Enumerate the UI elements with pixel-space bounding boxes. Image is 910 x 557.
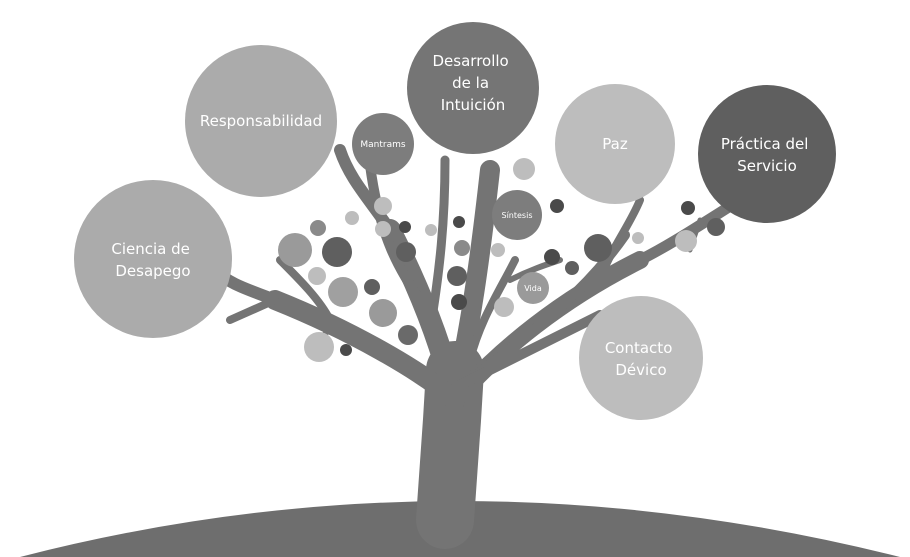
bubble-label-line: Dévico xyxy=(615,361,666,379)
bubble-desarrollo-intuicion: Desarrollo de la Intuición xyxy=(407,22,539,154)
decorative-dots xyxy=(278,158,725,362)
bubble-label-line: Paz xyxy=(602,135,628,153)
bubble-mantrams: Mantrams xyxy=(352,113,414,175)
svg-text:Contacto Dévico: Contacto Dévico xyxy=(605,339,677,379)
bubble-label-line: Práctica del xyxy=(721,135,809,153)
bubble-practica-servicio: Práctica del Servicio xyxy=(698,85,836,223)
svg-text:Ciencia de Desapego: Ciencia de Desapego xyxy=(111,240,194,280)
bubble-label-line: Mantrams xyxy=(360,140,405,150)
bubble-label-line: Síntesis xyxy=(502,211,533,220)
bubble-responsabilidad: Responsabilidad xyxy=(185,45,337,197)
bubble-label-line: Ciencia de xyxy=(111,240,190,258)
svg-text:Responsabilidad: Responsabilidad xyxy=(200,112,322,130)
bubble-label-line: Desarrollo xyxy=(433,52,509,70)
bubble-label-line: Responsabilidad xyxy=(200,112,322,130)
bubble-label-line: Desapego xyxy=(115,262,190,280)
bubble-ciencia-desapego: Ciencia de Desapego xyxy=(74,180,232,338)
bubble-label-line: de la xyxy=(452,74,489,92)
svg-text:Desarrollo de la I: Desarrollo de la Intuición xyxy=(433,52,514,114)
svg-text:Vida: Vida xyxy=(524,284,542,293)
bubble-paz: Paz xyxy=(555,84,675,204)
svg-text:Paz: Paz xyxy=(602,135,628,153)
bubble-contacto-devico: Contacto Dévico xyxy=(579,296,703,420)
bubble-label-line: Vida xyxy=(524,284,542,293)
bubble-label-line: Intuición xyxy=(441,96,506,114)
bubble-label-line: Servicio xyxy=(737,157,797,175)
bubble-sintesis: Síntesis xyxy=(492,190,542,240)
svg-text:Síntesis: Síntesis xyxy=(502,211,533,220)
bubble-label-line: Contacto xyxy=(605,339,673,357)
bubble-vida: Vida xyxy=(517,272,549,304)
svg-text:Mantrams: Mantrams xyxy=(360,140,405,150)
svg-text:Práctica del Servicio: Práctica del Servicio xyxy=(721,135,813,175)
